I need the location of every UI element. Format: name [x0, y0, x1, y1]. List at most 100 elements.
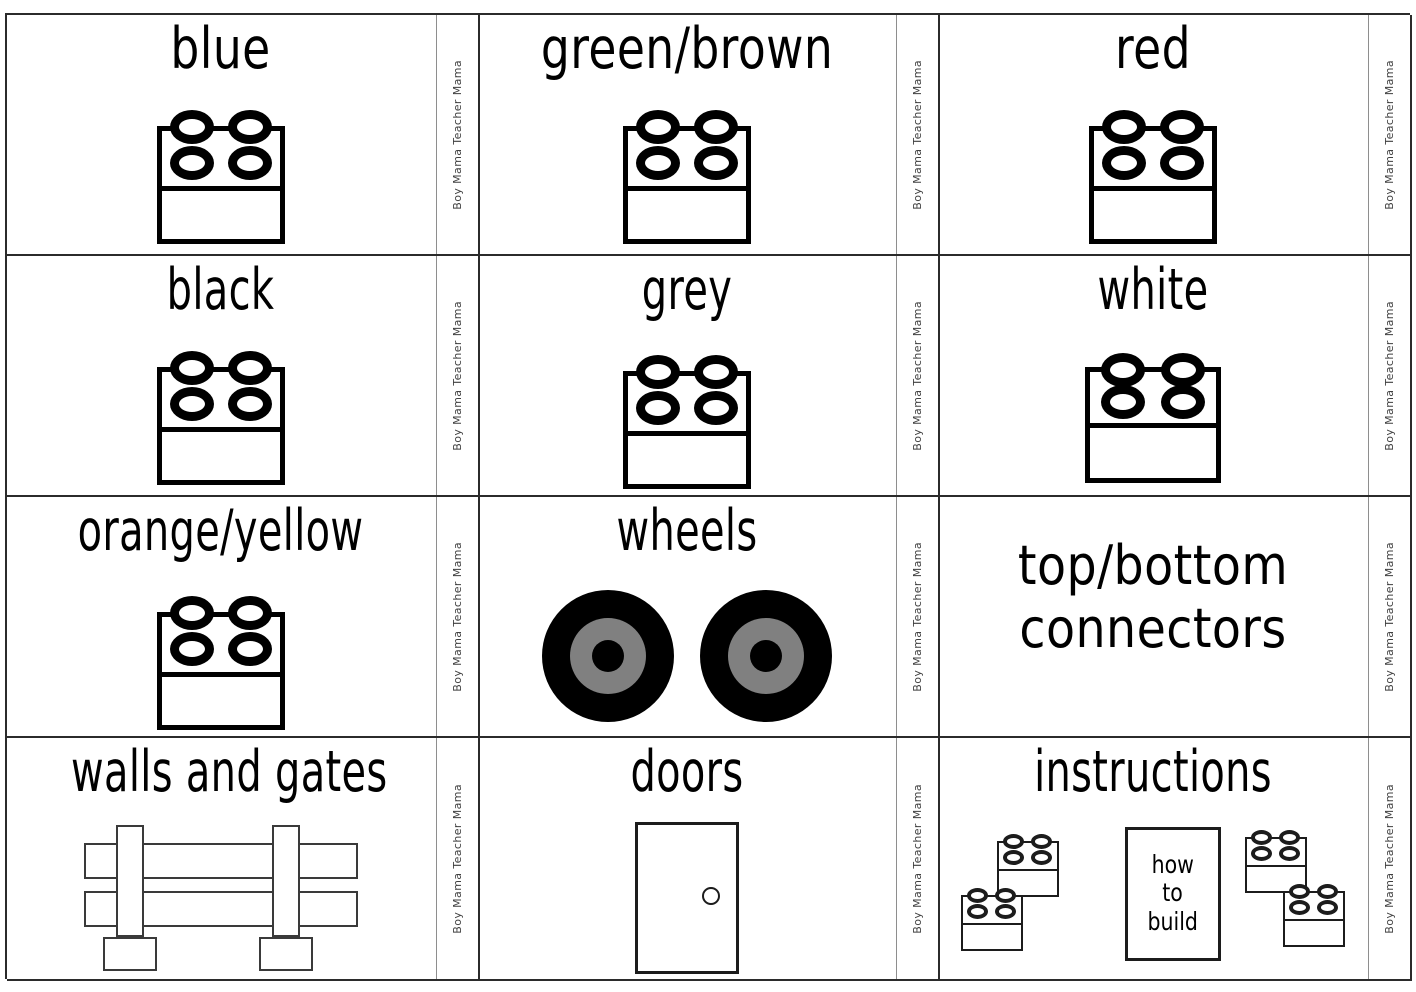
fence-post: [115, 824, 144, 937]
card-art-lego-brick-icon: [7, 583, 434, 736]
brick-stud: [694, 145, 738, 180]
card-label: black: [166, 257, 275, 323]
card-label: grey: [641, 257, 733, 323]
brick-divider: [997, 868, 1059, 871]
label-card-doors[interactable]: doors Boy Mama Teacher Mama: [480, 738, 940, 981]
mini-lego-brick-icon: [997, 831, 1059, 897]
brick-stud: [1161, 352, 1205, 387]
label-card-wheels[interactable]: wheels Boy Mama Teacher Mam: [480, 497, 940, 738]
wheel-icon: [700, 589, 832, 722]
label-card-instructions[interactable]: instructions: [940, 738, 1412, 981]
brick-stud: [1003, 833, 1024, 849]
card-label: red: [1115, 16, 1191, 82]
brick-body: [156, 366, 285, 485]
card-art-instructions-icon: how to build: [940, 816, 1366, 979]
label-card-red[interactable]: red Boy Mama Teacher Mama: [940, 15, 1412, 256]
card-art-lego-brick-icon: [7, 334, 434, 495]
brick-divider: [623, 185, 751, 191]
booklet-line-2: to: [1162, 878, 1184, 908]
card-art-fence-icon: [7, 816, 434, 979]
card-art-lego-brick-icon: [940, 93, 1366, 254]
fence-post: [271, 824, 300, 937]
watermark-text: Boy Mama Teacher Mama: [1383, 783, 1396, 934]
card-label: doors: [630, 739, 744, 805]
label-card-white[interactable]: white Boy Mama Teacher Mama: [940, 256, 1412, 497]
door-icon: [635, 821, 739, 974]
brick-stud: [636, 109, 680, 144]
brick-stud: [227, 595, 272, 630]
brick-stud: [169, 145, 214, 180]
watermark-text: Boy Mama Teacher Mama: [451, 541, 464, 692]
watermark: Boy Mama Teacher Mama: [1368, 256, 1410, 495]
wheel-hub: [592, 639, 624, 672]
brick-body: [623, 370, 751, 489]
brick-divider: [1283, 918, 1345, 921]
brick-stud: [1279, 829, 1300, 845]
brick-body: [156, 125, 285, 244]
brick-stud: [1003, 849, 1024, 865]
card-art-door-icon: [480, 816, 894, 979]
fence-icon: [83, 824, 358, 971]
watermark: Boy Mama Teacher Mama: [896, 256, 938, 495]
label-card-grey[interactable]: grey Boy Mama Teacher Mama: [480, 256, 940, 497]
watermark-text: Boy Mama Teacher Mama: [911, 783, 924, 934]
fence-post-base: [258, 936, 313, 971]
card-art-lego-brick-icon: [480, 342, 894, 495]
brick-divider: [623, 430, 751, 436]
brick-body: [156, 611, 285, 730]
card-label: white: [1097, 257, 1209, 323]
brick-divider: [156, 185, 285, 191]
mini-lego-brick-icon: [1245, 827, 1307, 893]
watermark: Boy Mama Teacher Mama: [436, 15, 478, 254]
brick-stud: [694, 354, 738, 389]
booklet-line-3: build: [1147, 906, 1199, 936]
brick-stud: [1289, 899, 1310, 915]
brick-stud: [1160, 145, 1204, 180]
watermark: Boy Mama Teacher Mama: [436, 738, 478, 979]
brick-stud: [694, 390, 738, 425]
watermark-text: Boy Mama Teacher Mama: [911, 300, 924, 451]
watermark: Boy Mama Teacher Mama: [436, 497, 478, 736]
brick-stud: [169, 109, 214, 144]
wheel-rim: [728, 617, 804, 694]
brick-stud: [227, 631, 272, 666]
brick-stud: [227, 109, 272, 144]
booklet-line-1: how: [1151, 850, 1195, 880]
brick-stud: [1031, 833, 1052, 849]
wheels-icon: [542, 589, 832, 722]
wheel-hub: [750, 639, 782, 672]
brick-stud: [1289, 883, 1310, 899]
card-label: top/bottom connectors: [1017, 534, 1289, 660]
lego-brick-icon: [1085, 347, 1221, 483]
brick-stud: [1101, 384, 1145, 419]
watermark-text: Boy Mama Teacher Mama: [911, 59, 924, 210]
fence-post-base: [102, 936, 157, 971]
watermark-text: Boy Mama Teacher Mama: [1383, 300, 1396, 451]
label-card-walls-and-gates[interactable]: walls and gates Boy Mama Teacher Mama: [7, 738, 480, 981]
wheel-icon: [542, 589, 674, 722]
brick-stud: [1251, 845, 1272, 861]
card-art-lego-brick-icon: [940, 334, 1366, 495]
label-card-orange-yellow[interactable]: orange/yellow Boy Mama Teacher Mama: [7, 497, 480, 738]
label-card-blue[interactable]: blue Boy Mama Teacher Mama: [7, 15, 480, 256]
watermark-text: Boy Mama Teacher Mama: [451, 59, 464, 210]
label-card-green-brown[interactable]: green/brown Boy Mama Teacher Mama: [480, 15, 940, 256]
brick-stud: [636, 390, 680, 425]
label-card-black[interactable]: black Boy Mama Teacher Mama: [7, 256, 480, 497]
brick-stud: [1031, 849, 1052, 865]
brick-divider: [1085, 422, 1221, 428]
brick-stud: [1317, 883, 1338, 899]
brick-divider: [1245, 864, 1307, 867]
watermark: Boy Mama Teacher Mama: [1368, 15, 1410, 254]
lego-brick-icon: [623, 349, 751, 489]
brick-divider: [156, 671, 285, 677]
brick-stud: [1101, 352, 1145, 387]
brick-stud: [694, 109, 738, 144]
lego-brick-icon: [156, 590, 285, 730]
brick-stud: [636, 354, 680, 389]
brick-stud: [1251, 829, 1272, 845]
card-label: instructions: [1034, 739, 1272, 805]
mini-lego-brick-icon: [961, 885, 1023, 951]
wheel-rim: [570, 617, 646, 694]
label-card-top-bottom-connectors[interactable]: top/bottom connectors Boy Mama Teacher M…: [940, 497, 1412, 738]
